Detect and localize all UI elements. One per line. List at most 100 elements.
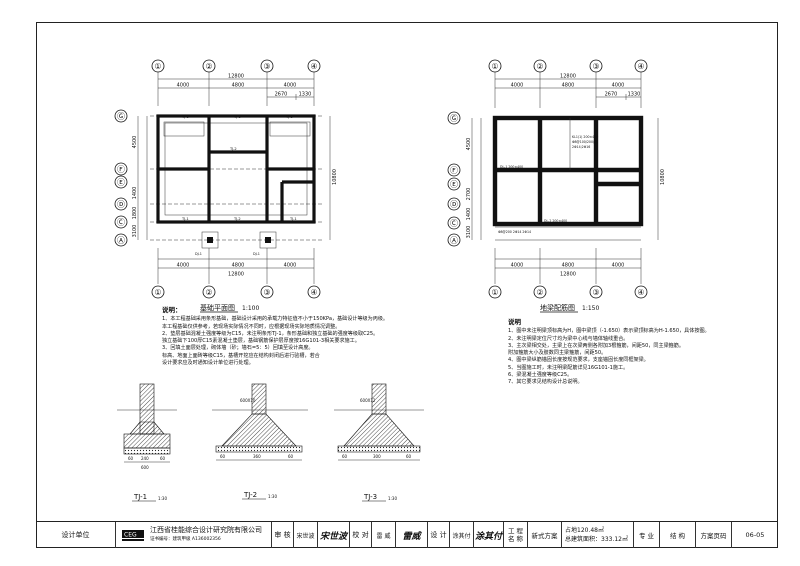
dim-x: 4800 [562, 83, 575, 89]
note-line: 4、图中梁纵筋锚固长度按规范要求，支座锚固长度同框架梁。 [508, 357, 649, 364]
svg-text:KL1(1) 200×450: KL1(1) 200×450 [572, 135, 598, 139]
axis-bubble: Ⓔ [117, 178, 125, 187]
axis-bubbles-top: ① ② ③ ④ [151, 59, 321, 73]
svg-text:TJ-1: TJ-1 [181, 217, 189, 221]
section-dim: 60 [160, 456, 166, 461]
dim-x: 4800 [232, 83, 245, 89]
note-line: 2、未注明梁定位尺寸均为梁中心线与墙体轴线重合。 [508, 335, 629, 342]
plan-scale: 1:100 [242, 305, 259, 312]
drawing-frame [36, 22, 778, 548]
svg-text:TJ-1: TJ-1 [181, 115, 189, 119]
section-width: 600X12 [360, 398, 376, 403]
dim-x-partial: 2670 [605, 92, 618, 98]
svg-text:DL-1 200×400: DL-1 200×400 [500, 165, 523, 169]
section-tj1: 60 240 60 600 TJ-1 1:30 [117, 383, 177, 502]
dim-total-x: 12800 [560, 272, 576, 278]
axis-bubble: Ⓖ [450, 114, 458, 123]
page-label: 方案页码 [696, 522, 732, 548]
axis-bubble: ② [205, 62, 212, 71]
section-label: TJ-3 [363, 493, 377, 501]
dim-x: 4800 [562, 263, 575, 269]
note-line: 3、回填土面层处理，砌体墙（砂；墙石=5：5）回填至设计高度。 [162, 345, 314, 352]
note-line: 7、其它要求见结构设计总说明。 [508, 379, 583, 386]
axis-bubble: Ⓐ [117, 236, 125, 245]
axis-bubbles-bottom: ① ② ③ ④ [151, 285, 321, 299]
dim-total-y: 10800 [660, 169, 666, 185]
axis-bubble: Ⓓ [450, 200, 458, 209]
section-scale: 1:30 [158, 496, 167, 501]
svg-text:TJ-1: TJ-1 [289, 217, 297, 221]
project-label: 工 程 名 称 [504, 522, 528, 548]
dim-y: 2700 [466, 188, 472, 201]
section-tj2: 600X10 60 360 60 TJ-2 1:30 [212, 383, 308, 500]
dim-total-x: 12800 [560, 74, 576, 80]
svg-text:Φ8@100/200(2): Φ8@100/200(2) [572, 140, 597, 144]
review-signature: 宋世波 [318, 522, 350, 548]
note-line: 独立基础下100厚C15素混凝土垫层，基础钢筋保护层厚度按16G101-3相关要… [162, 338, 360, 345]
foundation-sections: 60 240 60 600 TJ-1 1:30 600X10 60 360 60… [117, 383, 424, 502]
svg-text:Φ8@200 2Φ14 2Φ14: Φ8@200 2Φ14 2Φ14 [498, 230, 531, 234]
dim-x-partial: 2670 [275, 92, 288, 98]
axis-bubbles-side: Ⓖ Ⓕ Ⓔ Ⓓ Ⓒ Ⓐ [114, 109, 128, 247]
dim-x: 4000 [177, 83, 190, 89]
dim-total-x: 12800 [228, 272, 244, 278]
dim-y: 1400 [132, 187, 138, 200]
dim-y: 1400 [466, 208, 472, 221]
axis-bubble: Ⓕ [450, 166, 458, 175]
axis-bubble: ④ [310, 288, 317, 297]
note-line: 3、主次梁相交处，主梁上在次梁两侧各附加3根箍筋，间距50，同主梁箍筋。 [508, 342, 684, 349]
note-line: 5、当图施工时，未注明梁配筋详见16G101-1施工。 [508, 364, 629, 371]
svg-text:DJ-1: DJ-1 [195, 252, 202, 256]
plan-title: 地梁配筋图 [540, 303, 575, 312]
notes-left: 说明： 1、本工程基础采用条形基础，基础设计采用的承载力特征值不小于150KPa… [162, 306, 389, 367]
section-dim: 60 [406, 454, 412, 459]
svg-text:TJ-1: TJ-1 [233, 115, 241, 119]
axis-bubbles-top: ① ② ③ ④ [488, 59, 648, 73]
discipline-label: 专 业 [634, 522, 660, 548]
axis-bubble: ① [154, 288, 161, 297]
axis-bubble: Ⓖ [117, 112, 125, 121]
axis-bubble: ④ [637, 62, 644, 71]
design-unit-label: 设计单位 [36, 522, 116, 548]
company-cell: CEG 江西省桂能综合设计研究院有限公司 证书编号：建筑甲级 A13600235… [116, 522, 272, 548]
axis-bubble: ① [491, 288, 498, 297]
axis-bubble: ② [205, 288, 212, 297]
axis-bubble: ③ [592, 288, 599, 297]
section-dim: 360 [253, 454, 261, 459]
axis-bubble: Ⓔ [450, 180, 458, 189]
check-label: 校 对 [350, 522, 372, 548]
note-line: 1、图中未注明梁顶标高为H，图中梁顶（-1.650）表示梁顶标高为H-1.650… [508, 328, 710, 335]
svg-text:TJ-2: TJ-2 [229, 147, 237, 151]
dim-y: 3100 [466, 226, 472, 239]
section-scale: 1:30 [388, 496, 397, 501]
section-tj3: 600X12 60 300 60 TJ-3 1:30 [334, 383, 424, 502]
svg-text:DJ-1: DJ-1 [253, 252, 260, 256]
review-label: 审 核 [272, 522, 294, 548]
axis-bubble: ③ [263, 62, 270, 71]
dim-x: 4000 [612, 83, 625, 89]
isolated-footings: DJ-1 DJ-1 [195, 231, 277, 256]
dim-x: 4800 [232, 263, 245, 269]
cert-line: 证书编号：建筑甲级 A136002356 [150, 537, 221, 542]
section-dim: 60 [128, 456, 134, 461]
note-line: 本工程基础仅供参考，若现场实际情况不同时，应根据现场实际地质情况调整。 [162, 323, 341, 330]
dim-total-x: 12800 [228, 74, 244, 80]
axis-bubble: ④ [637, 288, 644, 297]
axis-bubble: ② [536, 288, 543, 297]
note-line: 附加箍筋大小及肢数同主梁箍筋，间距50。 [508, 350, 607, 357]
axis-bubble: ③ [592, 62, 599, 71]
note-line: 1、本工程基础采用条形基础，基础设计采用的承载力特征值不小于150KPa，基础设… [162, 316, 389, 323]
section-width: 600 [141, 465, 149, 470]
note-line: 标高、地面上面砖等级C15，基槽开挖应在结构封闭后进行验槽，若合 [162, 352, 320, 359]
section-label: TJ-2 [243, 491, 257, 499]
axis-bubble: ④ [310, 62, 317, 71]
svg-text:TJ-2: TJ-2 [233, 217, 241, 221]
title-block: 设计单位 CEG 江西省桂能综合设计研究院有限公司 证书编号：建筑甲级 A136… [36, 521, 778, 548]
dim-y: 1800 [132, 207, 138, 220]
area-cell: 占地120.48㎡ 总建筑面积：333.12㎡ [562, 522, 634, 548]
check-name: 雷 威 [372, 522, 396, 548]
design-signature: 涂其付 [474, 522, 504, 548]
dim-y: 4500 [466, 138, 472, 151]
total-floor-area: 总建筑面积：333.12㎡ [565, 536, 628, 543]
dim-x: 4000 [284, 83, 297, 89]
